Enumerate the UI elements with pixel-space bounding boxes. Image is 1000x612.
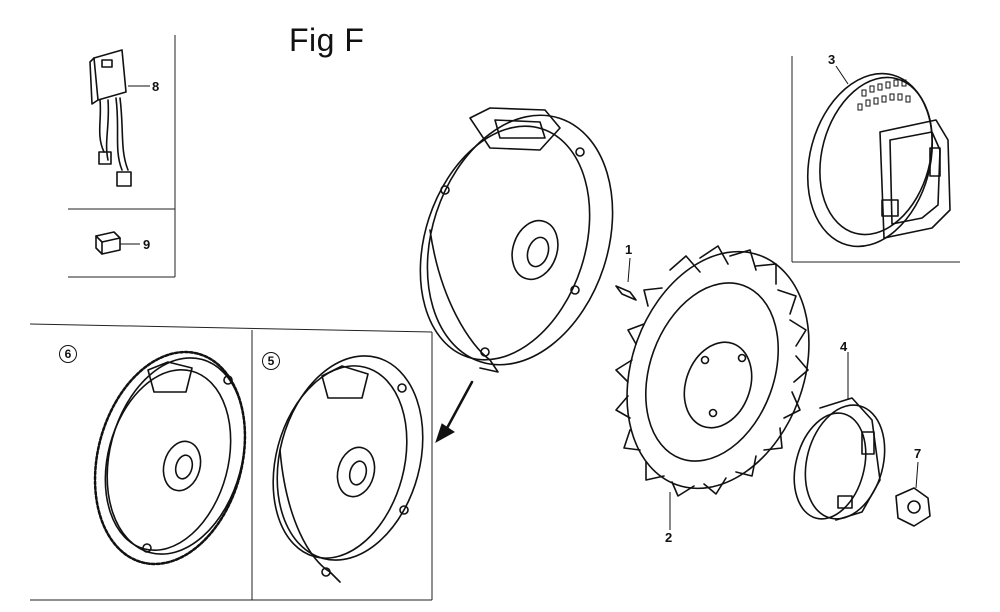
callout-part-6: 6 (59, 345, 77, 363)
cooling-fan-part-2 (615, 245, 810, 530)
callout-part-3: 3 (828, 52, 836, 67)
inset-frames (29, 35, 960, 601)
callout-part-7: 7 (914, 446, 922, 461)
key-part-1 (615, 257, 637, 301)
figure-title: Fig F (289, 22, 365, 58)
callout-part-9: 9 (143, 237, 151, 252)
flywheel-cover-part-5 (272, 355, 424, 583)
main-stator-cover (419, 107, 614, 373)
nut-part-7 (895, 461, 931, 527)
callout-part-4: 4 (840, 339, 848, 354)
callout-part-8: 8 (152, 79, 160, 94)
direction-arrow (435, 380, 474, 444)
regulator-part-8 (89, 49, 150, 187)
callout-part-1: 1 (625, 242, 633, 257)
flywheel-with-ring-gear-part-6 (93, 350, 247, 566)
starter-cup-part-4 (793, 352, 886, 521)
callout-part-2: 2 (665, 530, 673, 545)
callout-part-5: 5 (262, 352, 280, 370)
starter-pulley-part-3 (806, 65, 951, 248)
connector-part-9 (95, 231, 140, 255)
